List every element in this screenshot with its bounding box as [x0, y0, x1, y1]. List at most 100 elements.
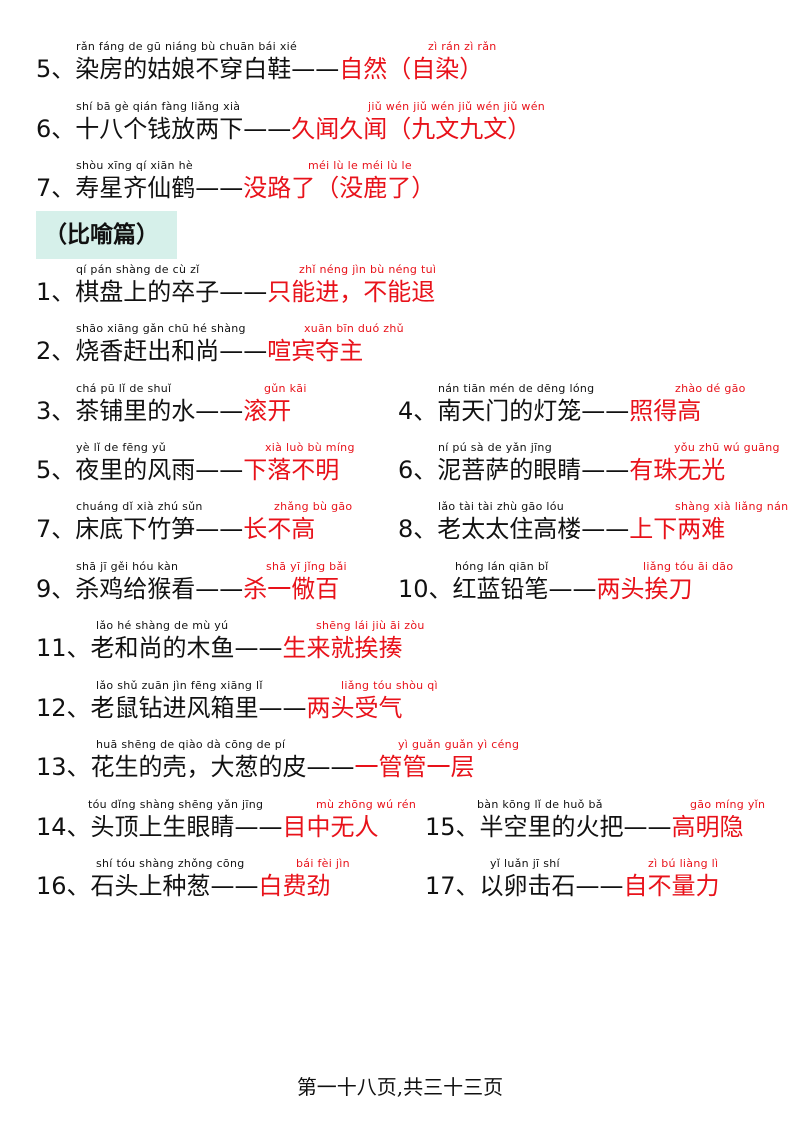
answer-pinyin: zhǎng bù gāo — [274, 500, 353, 513]
item-number: 8 — [398, 515, 414, 543]
question-pinyin: bàn kōng lǐ de huǒ bǎ — [477, 798, 603, 811]
question-text: 老鼠钻进风箱里 — [90, 694, 259, 722]
riddle-line: 4、南天门的灯笼——照得高 — [398, 396, 701, 426]
pinyin-row: hóng lán qiān bǐ liǎng tóu āi dāo — [438, 560, 733, 573]
answer-pinyin: jiǔ wén jiǔ wén jiǔ wén jiǔ wén — [368, 100, 546, 113]
dash: —— — [581, 397, 630, 425]
separator: 、 — [413, 397, 438, 425]
answer-pinyin: bái fèi jìn — [296, 857, 350, 870]
pinyin-row: lǎo hé shàng de mù yú shēng lái jiù āi z… — [76, 619, 424, 632]
answer-pinyin: mù zhōng wú rén — [316, 798, 417, 811]
question-pinyin: chá pū lǐ de shuǐ — [76, 382, 172, 395]
riddle-line: 16、石头上种葱——白费劲 — [36, 871, 331, 901]
pinyin-row: rǎn fáng de gū niáng bù chuān bái xié zì… — [76, 40, 496, 53]
answer-text: 只能进，不能退 — [267, 278, 436, 306]
page-footer: 第一十八页,共三十三页 — [296, 1075, 504, 1099]
question-text: 头顶上生眼睛 — [90, 813, 235, 841]
riddle-line: 7、床底下竹笋——长不高 — [36, 514, 315, 544]
pinyin-row: ní pú sà de yǎn jīng yǒu zhū wú guāng — [438, 441, 780, 454]
question-text: 石头上种葱 — [90, 872, 211, 900]
item-number: 10 — [398, 575, 429, 603]
dash: —— — [195, 174, 244, 202]
dash: —— — [306, 753, 355, 781]
question-text: 以卵击石 — [479, 872, 576, 900]
separator: 、 — [51, 174, 76, 202]
pinyin-row: shā jī gěi hóu kàn shā yī jǐng bǎi — [76, 560, 347, 573]
question-text: 染房的姑娘不穿白鞋 — [75, 55, 292, 83]
answer-pinyin: shàng xià liǎng nán — [675, 500, 789, 513]
riddle-line: 9、杀鸡给猴看——杀一儆百 — [36, 574, 339, 604]
dash: —— — [195, 575, 244, 603]
question-pinyin: nán tiān mén de dēng lóng — [438, 382, 595, 395]
answer-text: 高明隐 — [671, 813, 744, 841]
answer-text: 两头受气 — [306, 694, 403, 722]
pinyin-row: lǎo tài tài zhù gāo lóu shàng xià liǎng … — [438, 500, 788, 513]
question-pinyin: yè lǐ de fēng yǔ — [76, 441, 167, 454]
pinyin-row: bàn kōng lǐ de huǒ bǎ gāo míng yǐn — [465, 798, 765, 811]
item-number: 17 — [425, 872, 456, 900]
question-pinyin: hóng lán qiān bǐ — [455, 560, 549, 573]
separator: 、 — [66, 753, 91, 781]
answer-pinyin: yì guǎn guǎn yì céng — [398, 738, 520, 751]
dash: —— — [195, 515, 244, 543]
riddle-line: 13、花生的壳，大葱的皮——一管管一层 — [36, 752, 475, 782]
question-text: 茶铺里的水 — [75, 397, 196, 425]
answer-text: 上下两难 — [629, 515, 726, 543]
answer-text: 自不量力 — [623, 872, 720, 900]
answer-text: 白费劲 — [258, 872, 331, 900]
question-text: 寿星齐仙鹤 — [75, 174, 196, 202]
separator: 、 — [66, 634, 91, 662]
dash: —— — [195, 456, 244, 484]
answer-pinyin: liǎng tóu shòu qì — [341, 679, 438, 692]
item-number: 3 — [36, 397, 52, 425]
riddle-line: 12、老鼠钻进风箱里——两头受气 — [36, 693, 403, 723]
question-pinyin: lǎo shǔ zuān jìn fēng xiāng lǐ — [96, 679, 263, 692]
pinyin-row: shòu xīng qí xiān hè méi lù le méi lù le — [76, 159, 412, 172]
pinyin-row: shí tóu shàng zhǒng cōng bái fèi jìn — [76, 857, 350, 870]
answer-text: 喧宾夺主 — [267, 337, 364, 365]
item-number: 15 — [425, 813, 456, 841]
riddle-line: 5、夜里的风雨——下落不明 — [36, 455, 339, 485]
question-pinyin: lǎo tài tài zhù gāo lóu — [438, 500, 565, 513]
answer-pinyin: yǒu zhū wú guāng — [674, 441, 780, 454]
dash: —— — [291, 55, 340, 83]
item-number: 1 — [36, 278, 52, 306]
item-number: 14 — [36, 813, 67, 841]
answer-text: 长不高 — [243, 515, 316, 543]
answer-pinyin: zhào dé gāo — [675, 382, 746, 395]
riddle-line: 2、烧香赶出和尚——喧宾夺主 — [36, 336, 363, 366]
pinyin-row: qí pán shàng de cù zǐ zhǐ néng jìn bù né… — [76, 263, 436, 276]
dash: —— — [548, 575, 597, 603]
question-pinyin: qí pán shàng de cù zǐ — [76, 263, 200, 276]
pinyin-row: chá pū lǐ de shuǐ gǔn kāi — [76, 382, 306, 395]
question-text: 半空里的火把 — [479, 813, 624, 841]
separator: 、 — [66, 813, 91, 841]
question-pinyin: shòu xīng qí xiān hè — [76, 159, 193, 172]
riddle-line: 1、棋盘上的卒子——只能进，不能退 — [36, 277, 435, 307]
question-text: 花生的壳，大葱的皮 — [90, 753, 307, 781]
dash: —— — [234, 813, 283, 841]
question-pinyin: huā shēng de qiào dà cōng de pí — [96, 738, 286, 751]
answer-pinyin: xuān bīn duó zhǔ — [304, 322, 404, 335]
answer-text: 有珠无光 — [629, 456, 726, 484]
dash: —— — [243, 115, 292, 143]
question-text: 夜里的风雨 — [75, 456, 196, 484]
dash: —— — [581, 456, 630, 484]
answer-text: 一管管一层 — [354, 753, 475, 781]
question-pinyin: tóu dǐng shàng shēng yǎn jīng — [88, 798, 264, 811]
pinyin-row: lǎo shǔ zuān jìn fēng xiāng lǐ liǎng tóu… — [76, 679, 438, 692]
answer-pinyin: shā yī jǐng bǎi — [266, 560, 347, 573]
separator: 、 — [51, 575, 76, 603]
answer-text: 没路了（没鹿了） — [243, 174, 436, 202]
question-text: 十八个钱放两下 — [75, 115, 244, 143]
answer-pinyin: méi lù le méi lù le — [308, 159, 412, 172]
dash: —— — [195, 397, 244, 425]
question-text: 床底下竹笋 — [75, 515, 196, 543]
item-number: 13 — [36, 753, 67, 781]
separator: 、 — [455, 872, 480, 900]
item-number: 11 — [36, 634, 67, 662]
dash: —— — [210, 872, 259, 900]
separator: 、 — [51, 115, 76, 143]
answer-text: 滚开 — [243, 397, 292, 425]
pinyin-row: tóu dǐng shàng shēng yǎn jīng mù zhōng w… — [76, 798, 416, 811]
